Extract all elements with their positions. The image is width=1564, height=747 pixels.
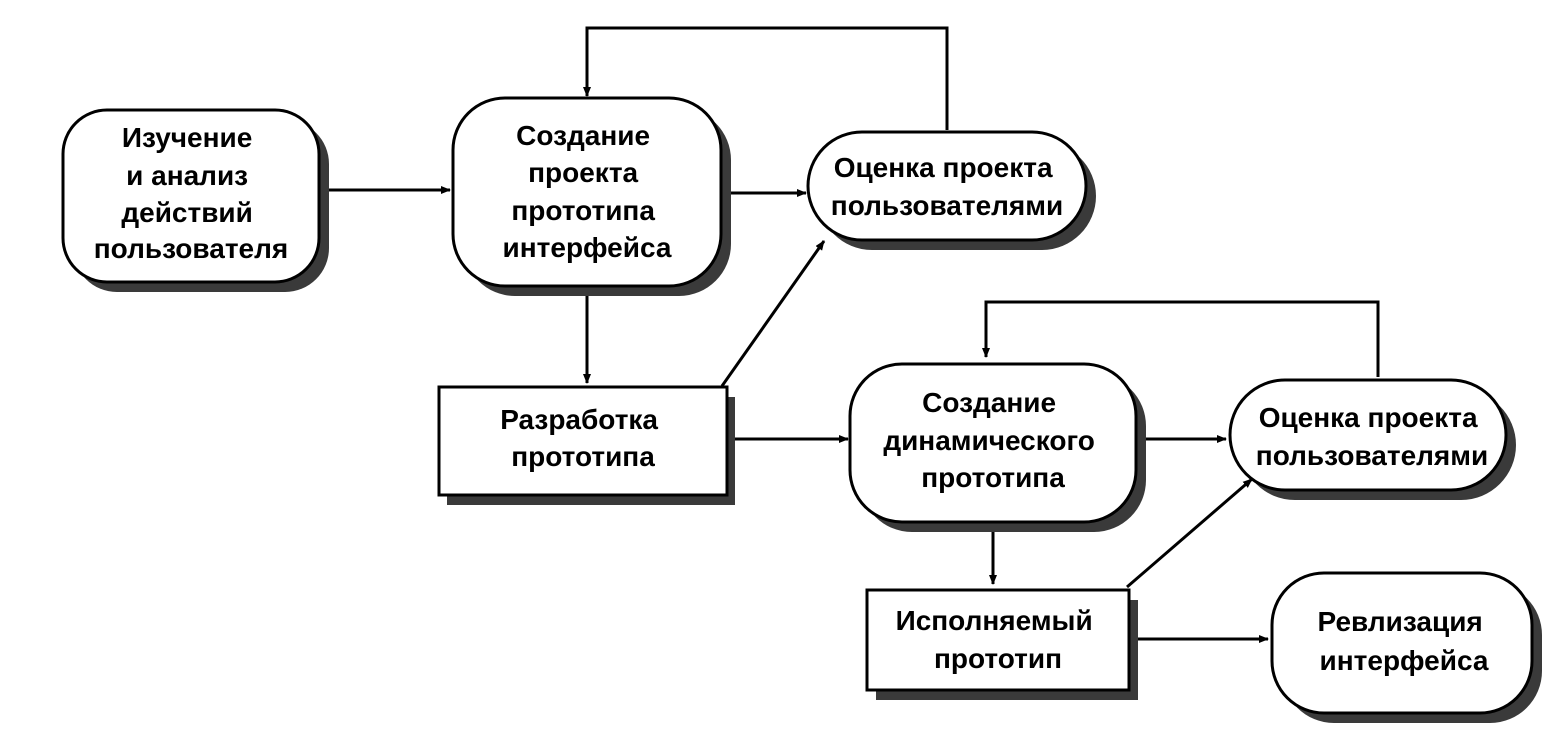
node-dynamic: Создание динамического прототипа [848, 362, 1146, 532]
node-eval-2-box [1228, 378, 1508, 492]
feedback-eval2-to-dynamic [982, 300, 1380, 377]
node-exec-line: Исполняемый [896, 605, 1093, 636]
node-study-line: действий [121, 197, 252, 228]
arrow-exec-to-eval2 [1126, 477, 1253, 589]
svg-text:Ревлизация интерфейса: Ревлизация интерфейса [1317, 606, 1490, 676]
node-revision-line: интерфейса [1320, 645, 1489, 676]
svg-text:Оценка проекта пользоват: Оценка проекта пользователями [831, 152, 1063, 221]
node-design-line: Создание [516, 120, 650, 151]
node-dev-line: Разработка [500, 404, 658, 435]
node-dev-line: прототипа [511, 441, 655, 472]
node-dynamic-line: Создание [922, 387, 1056, 418]
node-revision: Ревлизация интерфейса [1270, 571, 1542, 723]
node-eval-1-line: пользователями [831, 190, 1063, 221]
node-exec-box [865, 588, 1131, 692]
connectors [322, 26, 1380, 643]
node-study-line: Изучение [122, 122, 252, 153]
node-design: Создание проекта прототипа интерфейса [451, 96, 731, 296]
node-dynamic-box [848, 362, 1138, 524]
node-exec: Исполняемый прототип [865, 588, 1138, 700]
node-design-box [451, 96, 723, 288]
svg-text:Создание динамического: Создание динамического прототипа [883, 387, 1102, 493]
svg-text:Оценка проекта пользоват: Оценка проекта пользователями [1256, 402, 1488, 471]
node-eval-2-line: Оценка проекта [1259, 402, 1478, 433]
node-dynamic-line: динамического [883, 425, 1095, 456]
svg-text:Разработка прототипа: Разработка прототипа [500, 404, 666, 472]
node-dev: Разработка прототипа [437, 385, 735, 505]
node-study-line: и анализ [126, 160, 248, 191]
node-eval-1-box [806, 130, 1088, 242]
node-study-box [61, 108, 321, 284]
node-design-line: проекта [528, 157, 638, 188]
feedback-eval1-to-design [583, 26, 949, 130]
node-eval-1-line: Оценка проекта [834, 152, 1053, 183]
svg-text:Исполняемый прототип: Исполняемый прототип [896, 605, 1101, 674]
node-exec-line: прототип [934, 643, 1062, 674]
node-eval-2-line: пользователями [1256, 440, 1488, 471]
svg-text:Создание проекта п: Создание проекта прототипа интерфейса [503, 120, 672, 263]
node-study: Изучение и анализ действий пользователя [61, 108, 329, 292]
node-study-line: пользователя [94, 233, 288, 264]
node-dynamic-line: прототипа [921, 462, 1065, 493]
node-revision-box [1270, 571, 1534, 715]
node-design-line: прототипа [511, 195, 655, 226]
svg-text:Изучение и анализ: Изучение и анализ действий пользователя [94, 122, 288, 264]
arrow-dev-to-eval1 [720, 240, 826, 387]
node-dev-box [437, 385, 729, 497]
node-revision-line: Ревлизация [1317, 606, 1482, 637]
node-eval-1: Оценка проекта пользователями [806, 130, 1096, 250]
node-eval-2: Оценка проекта пользователями [1228, 378, 1516, 500]
node-design-line: интерфейса [503, 232, 672, 263]
